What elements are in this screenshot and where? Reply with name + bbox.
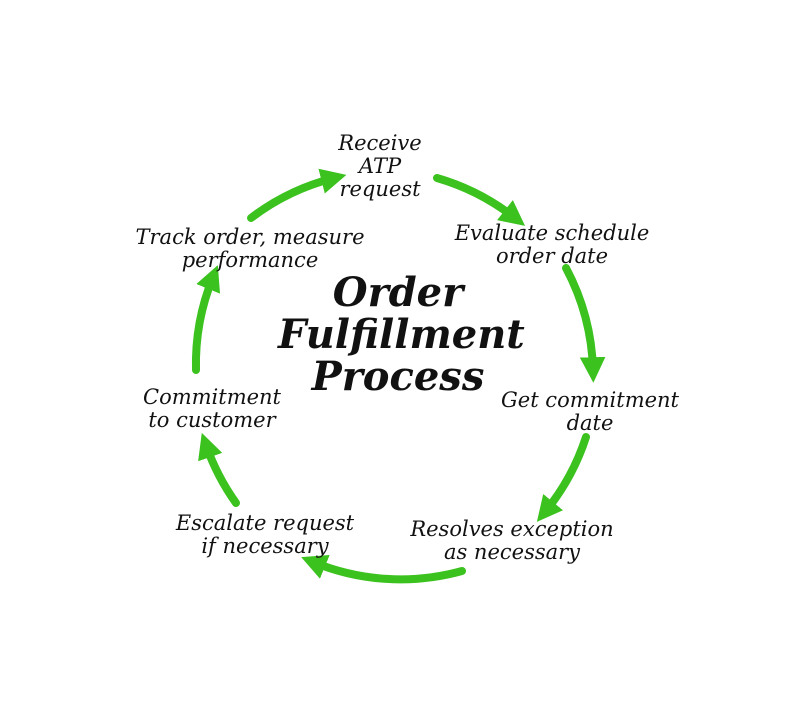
- arrow-track-to-receive: [247, 168, 347, 222]
- arrow-commitment-date-to-resolves: [536, 433, 590, 522]
- process-title-line: Fulfillment: [278, 311, 525, 358]
- step-label-line: ATP: [358, 154, 402, 178]
- step-label-line: Get commitment: [500, 388, 679, 412]
- process-title-line: Process: [311, 353, 485, 400]
- step-label-line: Commitment: [143, 385, 281, 409]
- step-label-line: Receive: [338, 131, 422, 155]
- step-label-line: request: [339, 177, 421, 201]
- step-label-line: Evaluate schedule: [454, 221, 650, 245]
- step-label-line: as necessary: [443, 540, 581, 564]
- step-evaluate-schedule: Evaluate schedule order date: [442, 222, 662, 268]
- step-resolves-exception: Resolves exception as necessary: [396, 518, 628, 564]
- step-label-line: Track order, measure: [135, 225, 365, 249]
- step-receive-atp-request: Receive ATP request: [310, 132, 450, 201]
- step-label-line: performance: [181, 248, 319, 272]
- step-track-order: Track order, measure performance: [120, 226, 380, 272]
- step-label-line: Escalate request: [175, 511, 355, 535]
- process-title-line: Order: [332, 269, 464, 316]
- arrow-customer-to-track: [191, 265, 221, 374]
- arrow-resolves-to-escalate: [301, 555, 466, 584]
- step-commitment-to-customer: Commitment to customer: [132, 386, 292, 432]
- step-label-line: to customer: [148, 408, 276, 432]
- step-escalate-request: Escalate request if necessary: [160, 512, 370, 558]
- step-label-line: Resolves exception: [410, 517, 614, 541]
- step-label-line: date: [566, 411, 614, 435]
- step-label-line: order date: [495, 244, 609, 268]
- arrow-receive-to-evaluate: [433, 174, 526, 226]
- step-get-commitment-date: Get commitment date: [490, 389, 690, 435]
- arrow-escalate-to-customer: [198, 432, 240, 507]
- arrow-evaluate-to-commitment-date: [562, 264, 606, 383]
- step-label-line: if necessary: [201, 534, 329, 558]
- process-title: Order Fulfillment Process: [278, 269, 525, 400]
